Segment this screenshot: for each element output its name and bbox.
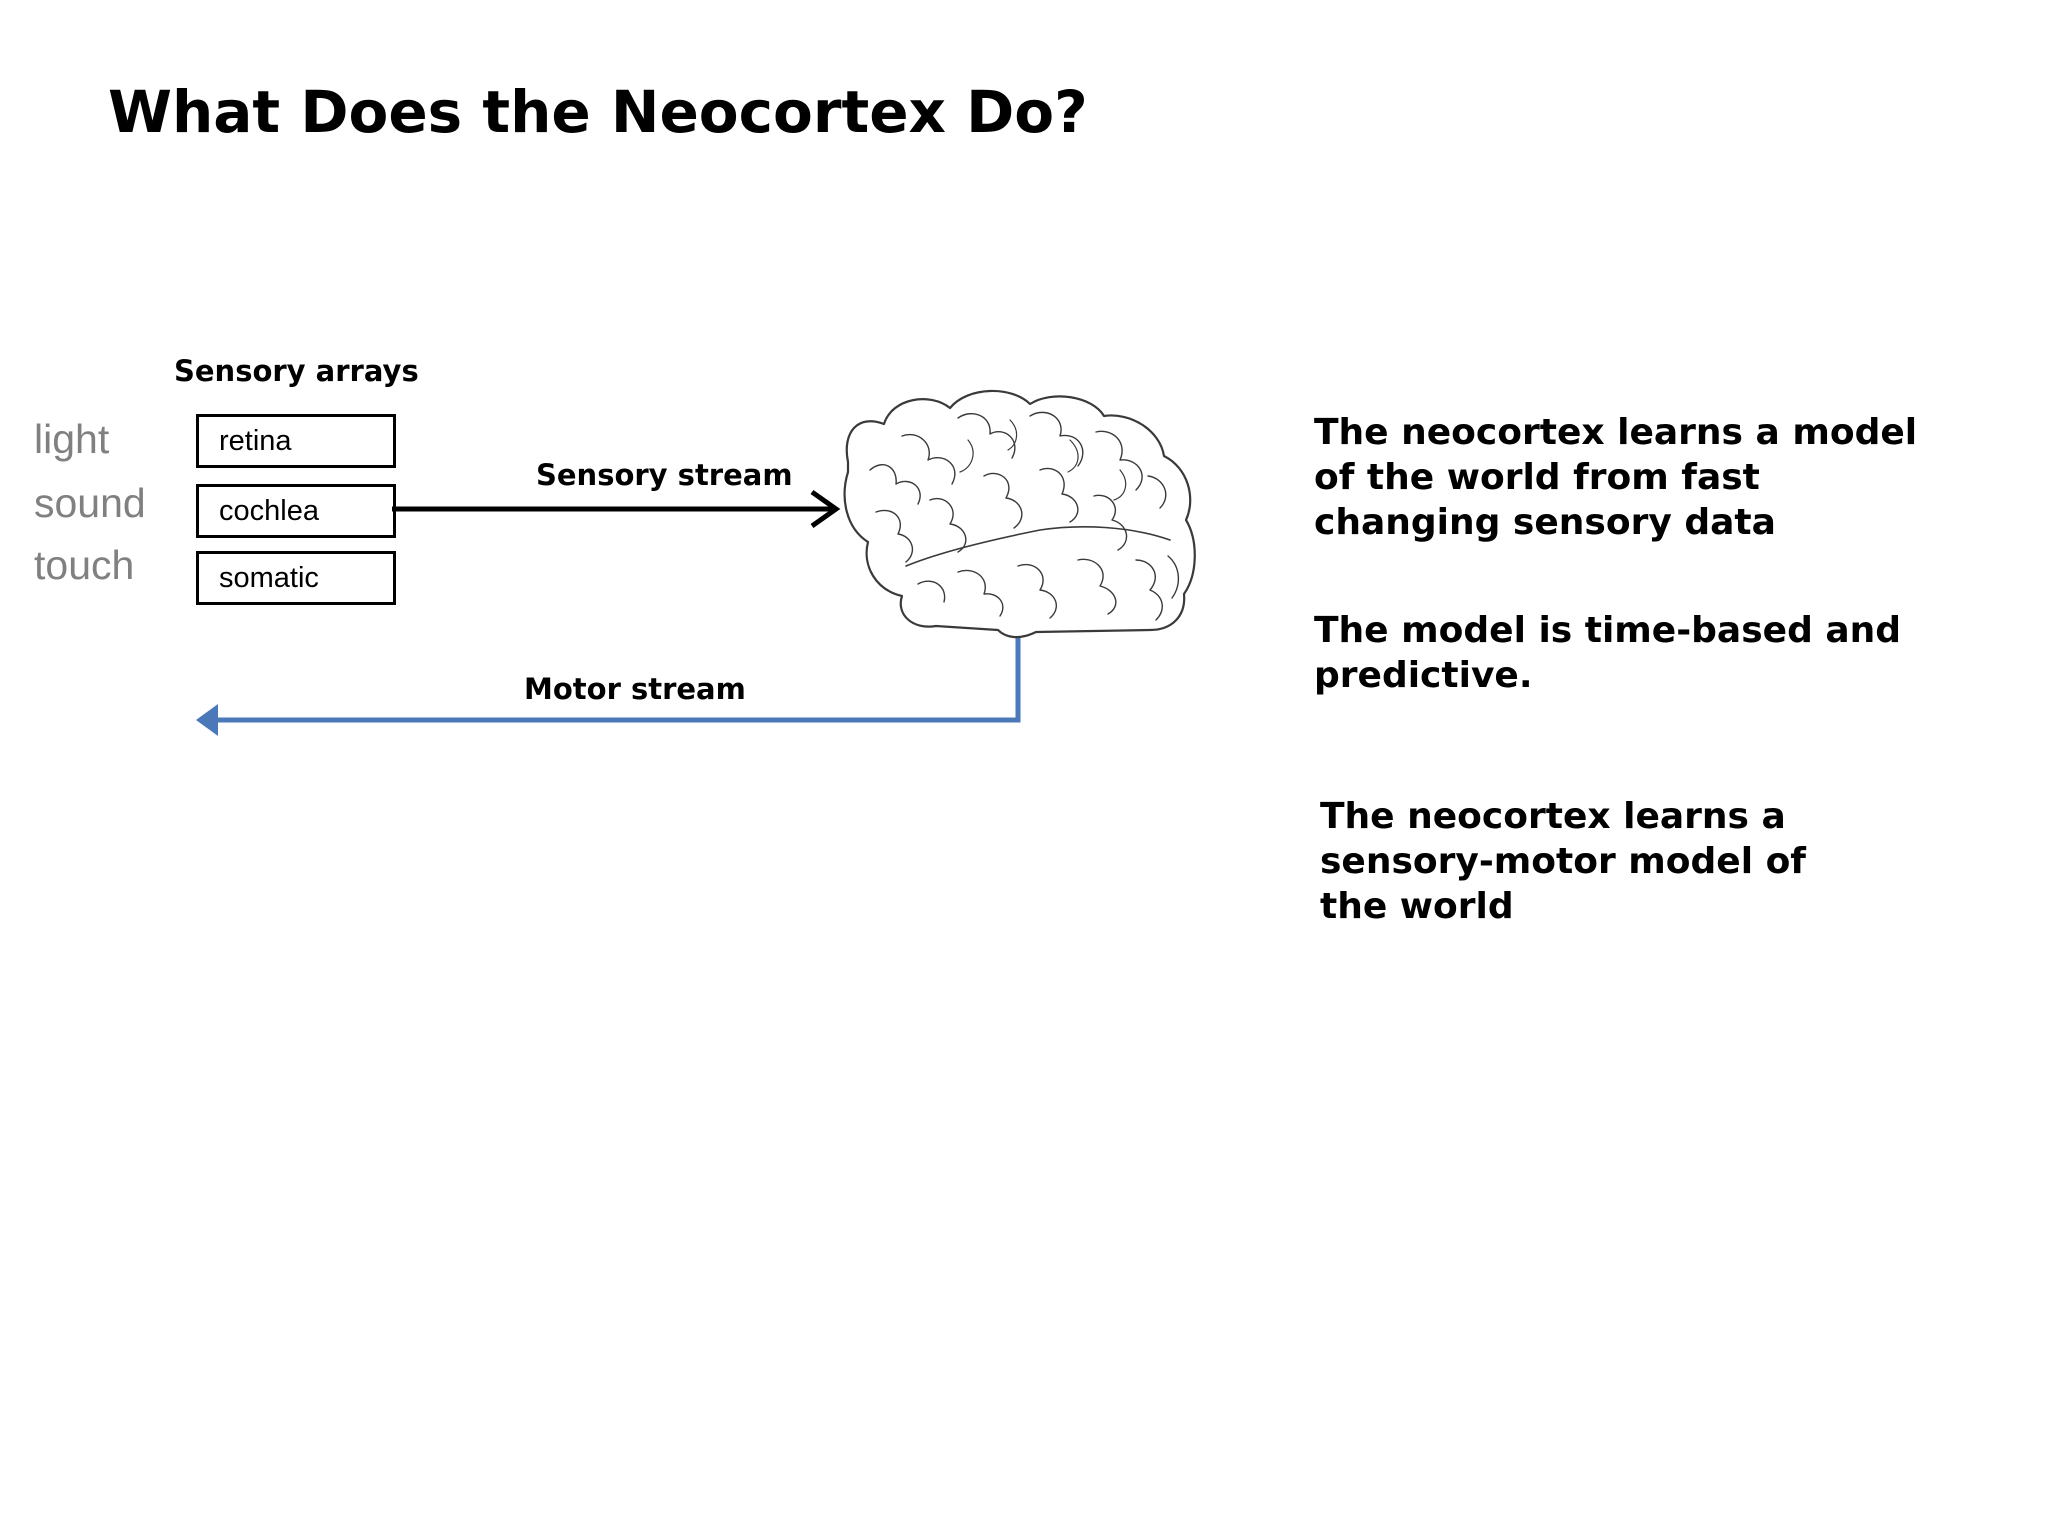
modality-touch: touch <box>34 542 135 588</box>
sensory-stream-arrow <box>392 489 841 529</box>
slide-title: What Does the Neocortex Do? <box>108 78 1088 146</box>
modality-light: light <box>34 416 110 462</box>
modality-sound: sound <box>34 480 146 526</box>
sensory-stream-label: Sensory stream <box>536 458 793 492</box>
brain-icon <box>843 389 1196 639</box>
array-box-somatic: somatic <box>196 551 396 605</box>
array-box-retina: retina <box>196 414 396 468</box>
motor-stream-arrow <box>196 636 1021 736</box>
motor-stream-label: Motor stream <box>524 672 746 706</box>
statement-1: The neocortex learns a model of the worl… <box>1314 412 1918 543</box>
statement-3: The neocortex learns a sensory-motor mod… <box>1320 796 1806 927</box>
array-box-cochlea: cochlea <box>196 484 396 538</box>
statement-2: The model is time-based and predictive. <box>1314 610 1902 696</box>
sensory-arrays-title: Sensory arrays <box>174 354 419 388</box>
